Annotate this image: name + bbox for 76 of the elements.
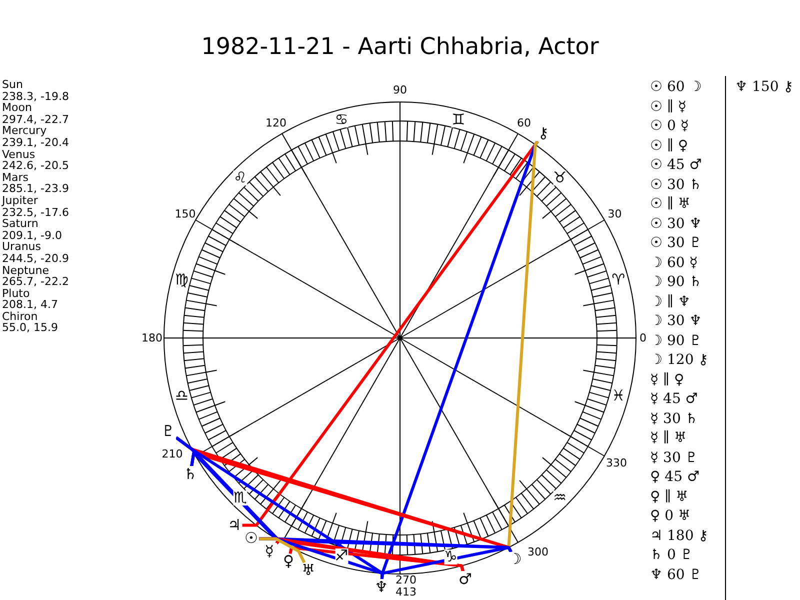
degree-label: 180: [142, 332, 162, 344]
aspect-entry: ☉ ∥ ♀: [650, 136, 690, 156]
aspect-entry: ☿ 45 ♂: [650, 390, 699, 409]
zodiac-glyph: ♊: [452, 112, 466, 128]
coordinates-text: 297.4, -22.7: [2, 114, 69, 126]
aspect-entry: ♀ 45 ♂: [650, 468, 700, 487]
aspect-entry: ☽ 120 ⚷: [650, 351, 708, 370]
aspect-entry: ☽ 60 ☿: [650, 254, 699, 272]
aspect-entry: ☉ 30 ♆: [650, 214, 703, 234]
aspect-entry: ☿ ∥ ♅: [650, 429, 688, 448]
coordinates-text: 232.5, -17.6: [2, 206, 69, 218]
degree-label: 60: [517, 118, 531, 129]
planet-name: Uranus: [2, 241, 42, 253]
degree-label: 90: [393, 84, 407, 96]
degree-label: 330: [606, 458, 627, 468]
planet-name: Venus: [2, 148, 36, 160]
aspect-entry: ☽ 90 ♄: [650, 273, 703, 292]
planet-name: Mars: [2, 172, 28, 184]
coordinates-text: 238.3, -19.8: [2, 90, 69, 102]
aspect-entry: ☉ ∥ ♅: [650, 195, 692, 214]
degree-label: 150: [174, 208, 196, 220]
coordinates-text: 239.1, -20.4: [2, 136, 69, 149]
aspect-entry: ♃ 180 ⚷: [650, 526, 708, 546]
zodiac-glyph: ♑: [444, 550, 458, 565]
degree-label: 270: [396, 574, 416, 586]
aspect-line: [380, 546, 512, 580]
coordinates-text: 244.5, -20.9: [2, 252, 69, 264]
planet-name: Jupiter: [2, 194, 39, 207]
aspect-entry: ☉ 45 ♂: [650, 156, 703, 175]
zodiac-glyph: ♈: [612, 272, 626, 287]
planet-name: Mercury: [2, 125, 48, 137]
degree-label: 30: [608, 208, 622, 220]
aspect-entry: ♄ 0 ♇: [650, 546, 694, 565]
planet-name: Sun: [2, 79, 24, 91]
aspect-line: [288, 546, 464, 572]
degree-label: 300: [528, 546, 548, 557]
aspect-entry: ☉ 0 ☿: [650, 117, 690, 136]
aspect-entry: ♆ 150 ⚷: [735, 78, 794, 97]
zodiac-glyph: ♋: [334, 112, 348, 128]
aspect-entry: ☽ 30 ♆: [650, 312, 703, 331]
coordinates-text: 285.1, -23.9: [2, 183, 69, 195]
coordinates-text: 55.0, 15.9: [2, 322, 59, 334]
zodiac-glyph: ♉: [553, 170, 567, 186]
degree-label: 210: [162, 448, 183, 460]
aspect-entry: ♆ 60 ♇: [650, 566, 703, 584]
chart-title: 1982-11-21 - Aarti Chhabria, Actor: [200, 33, 600, 62]
aspect-entry: ☿ ∥ ♀: [650, 370, 686, 390]
number-label: 413: [396, 586, 416, 598]
aspect-entry: ☉ 60 ☽: [650, 78, 703, 97]
zodiac-glyph: ♒: [553, 490, 567, 506]
aspect-entry: ☽ 90 ♇: [650, 332, 703, 350]
aspect-entry: ☉ ∥ ☿: [650, 98, 688, 116]
zodiac-glyph: ♏: [233, 490, 247, 506]
zodiac-glyph: ♌: [233, 170, 247, 186]
coordinates-text: 242.6, -20.5: [2, 160, 69, 172]
planet-glyph: ♂: [457, 571, 474, 588]
planet-name: Neptune: [2, 264, 50, 276]
aspect-entry: ☿ 30 ♇: [650, 448, 699, 468]
aspect-entry: ☽ ∥ ♆: [650, 292, 692, 312]
degree-label: 0: [640, 332, 646, 344]
coordinates-text: 265.7, -22.2: [2, 276, 69, 288]
aspect-entry: ♀ ∥ ♅: [650, 488, 690, 506]
aspect-entry: ☿ 30 ♄: [650, 410, 699, 428]
planet-name: Saturn: [2, 218, 40, 230]
aspect-line: [259, 537, 306, 564]
aspect-entry: ♀ 0 ♅: [650, 507, 692, 526]
planet-name: Moon: [2, 102, 32, 114]
planet-name: Chiron: [2, 310, 38, 322]
zodiac-glyph: ♍: [174, 272, 188, 287]
aspect-entry: ☉ 30 ♄: [650, 176, 703, 194]
planet-name: Pluto: [2, 288, 30, 300]
degree-label: 120: [266, 118, 286, 129]
aspect-entry: ☉ 30 ♇: [650, 234, 703, 253]
coordinates-text: 209.1, -9.0: [2, 230, 63, 242]
zodiac-glyph: ♐: [334, 548, 348, 564]
coordinates-text: 208.1, 4.7: [2, 299, 59, 311]
